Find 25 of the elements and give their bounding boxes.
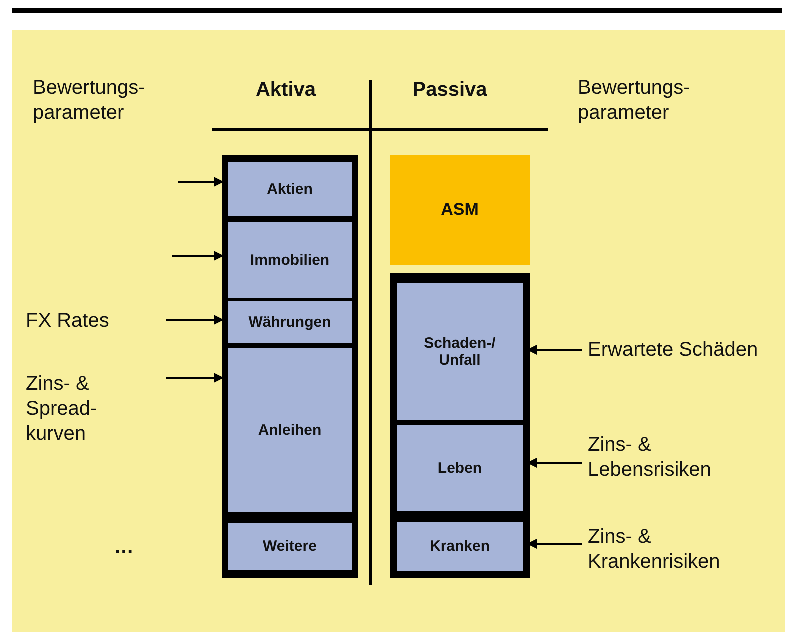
ellipsis-text: … <box>113 535 135 560</box>
category-box: Kranken <box>397 522 523 571</box>
column-heading: Aktiva <box>254 78 318 103</box>
category-box: Leben <box>397 425 523 511</box>
column-frame <box>222 155 358 578</box>
arrow <box>166 373 224 383</box>
arrow <box>178 177 224 187</box>
parameter-text: Zins- & Lebensrisiken <box>582 428 768 488</box>
category-box: Aktien <box>228 162 352 216</box>
asm-box: ASM <box>390 155 530 265</box>
arrow <box>172 251 224 261</box>
parameter-heading: Bewertungs- parameter <box>578 76 692 126</box>
parameter-text: Zins- & Spread- kurven <box>26 364 166 454</box>
category-box: Immobilien <box>228 222 352 298</box>
parameter-heading: Bewertungs- parameter <box>33 76 146 126</box>
arrow <box>166 315 224 325</box>
parameter-text: Zins- & Krankenrisiken <box>582 520 778 580</box>
parameter-text: Erwartete Schäden <box>582 335 794 365</box>
column-heading: Passiva <box>412 78 488 103</box>
category-box: Anleihen <box>228 348 352 512</box>
parameter-text: FX Rates <box>26 306 166 336</box>
category-box: Währungen <box>228 301 352 343</box>
category-box: Schaden-/ Unfall <box>397 283 523 420</box>
column-frame <box>390 273 530 578</box>
category-box: Weitere <box>228 523 352 570</box>
